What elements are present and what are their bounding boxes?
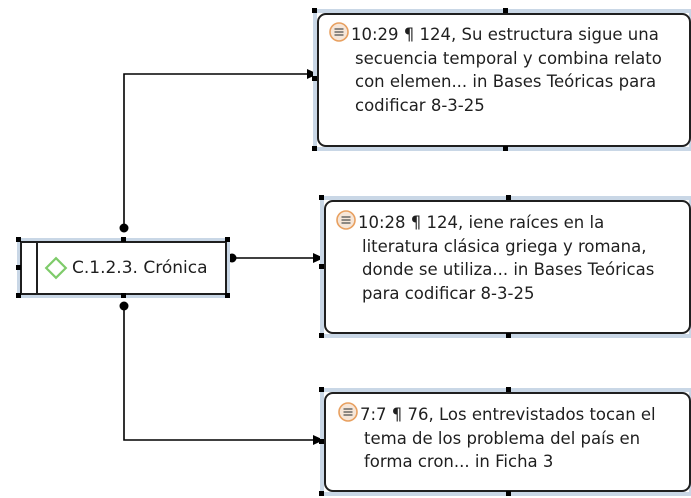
- resize-handle[interactable]: [319, 195, 324, 200]
- quotation-text: 7:7 ¶ 76, Los entrevistados tocan el tem…: [360, 403, 656, 474]
- connector-dot-bottom: [119, 301, 129, 311]
- quotation-node-3[interactable]: 7:7 ¶ 76, Los entrevistados tocan el tem…: [324, 392, 691, 492]
- resize-handle[interactable]: [506, 195, 511, 200]
- quotation-line: con elemen... in Bases Teóricas para: [355, 72, 657, 91]
- resize-handle[interactable]: [16, 237, 21, 242]
- quotation-line: 7:7 ¶ 76, Los entrevistados tocan el: [360, 405, 656, 424]
- quotation-line: 10:29 ¶ 124, Su estructura sigue una: [351, 25, 659, 44]
- quotation-text: 10:29 ¶ 124, Su estructura sigue una sec…: [351, 23, 662, 117]
- arrowhead-quote-1: [307, 69, 318, 79]
- quotation-node-2[interactable]: 10:28 ¶ 124, iene raíces en la literatur…: [324, 200, 691, 334]
- connector-to-quote-1: [123, 73, 310, 228]
- connector-to-quote-3: [123, 306, 316, 441]
- resize-handle[interactable]: [121, 237, 126, 242]
- resize-handle[interactable]: [312, 76, 317, 81]
- resize-handle[interactable]: [312, 146, 317, 151]
- quotation-line: tema de los problema del país en: [364, 428, 641, 448]
- resize-handle[interactable]: [506, 387, 511, 392]
- resize-handle[interactable]: [319, 264, 324, 269]
- quotation-line: para codificar 8-3-25: [362, 283, 535, 303]
- resize-handle[interactable]: [503, 8, 508, 13]
- quotation-line: literatura clásica griega y romana,: [362, 236, 647, 256]
- resize-handle[interactable]: [503, 146, 508, 151]
- quotation-line: secuencia temporal y combina relato: [355, 48, 662, 68]
- arrowhead-quote-3: [313, 435, 324, 445]
- resize-handle[interactable]: [16, 265, 21, 270]
- resize-handle[interactable]: [16, 293, 21, 298]
- code-label: C.1.2.3. Crónica: [72, 258, 208, 278]
- resize-handle[interactable]: [319, 333, 324, 338]
- connector-dot-top: [119, 223, 129, 233]
- quotation-node-1[interactable]: 10:29 ¶ 124, Su estructura sigue una sec…: [317, 13, 691, 147]
- resize-handle[interactable]: [506, 333, 511, 338]
- quotation-icon: [336, 210, 356, 230]
- quotation-line: 10:28 ¶ 124, iene raíces en la: [358, 213, 605, 232]
- resize-handle[interactable]: [319, 439, 324, 444]
- quotation-icon: [338, 402, 358, 422]
- quotation-line: codificar 8-3-25: [355, 95, 485, 115]
- resize-handle[interactable]: [121, 293, 126, 298]
- code-node-divider: [36, 243, 38, 293]
- code-node[interactable]: C.1.2.3. Crónica: [20, 241, 227, 295]
- resize-handle[interactable]: [312, 8, 317, 13]
- code-diamond-icon: [44, 256, 68, 280]
- resize-handle[interactable]: [225, 237, 230, 242]
- resize-handle[interactable]: [506, 491, 511, 496]
- arrowhead-quote-2: [313, 253, 324, 263]
- quotation-text: 10:28 ¶ 124, iene raíces en la literatur…: [358, 211, 654, 305]
- quotation-line: donde se utiliza... in Bases Teóricas: [362, 260, 655, 279]
- resize-handle[interactable]: [225, 293, 230, 298]
- quotation-line: forma cron... in Ficha 3: [364, 452, 554, 471]
- resize-handle[interactable]: [319, 491, 324, 496]
- resize-handle[interactable]: [319, 387, 324, 392]
- quotation-icon: [329, 22, 349, 42]
